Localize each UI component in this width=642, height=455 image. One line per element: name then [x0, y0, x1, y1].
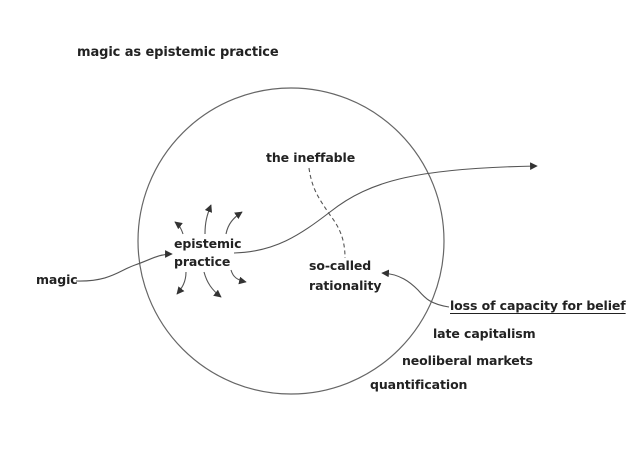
- ineffable-dashed-link: [308, 167, 346, 259]
- radiating-arrows: [174, 204, 247, 298]
- diagram-title: magic as epistemic practice: [77, 45, 279, 60]
- label-loss-of-capacity: loss of capacity for belief: [450, 298, 626, 313]
- radiating-arrow: [176, 271, 187, 295]
- label-so-called-2: rationality: [309, 278, 382, 293]
- label-epistemic-practice-2: practice: [174, 254, 231, 269]
- radiating-arrow: [230, 269, 247, 285]
- label-the-ineffable: the ineffable: [266, 150, 356, 165]
- label-late-capitalism: late capitalism: [433, 326, 536, 341]
- practice-outward-arrow: [233, 162, 538, 254]
- magic-arrow: [75, 250, 173, 282]
- radiating-arrow: [174, 221, 184, 235]
- label-neoliberal-markets: neoliberal markets: [402, 353, 533, 368]
- label-epistemic-practice-1: epistemic: [174, 236, 242, 251]
- label-quantification: quantification: [370, 377, 468, 392]
- loss-capacity-arrow: [381, 269, 450, 308]
- radiating-arrow: [203, 271, 222, 298]
- radiating-arrow: [225, 211, 243, 235]
- label-so-called-1: so-called: [309, 258, 372, 273]
- radiating-arrow: [204, 204, 213, 235]
- label-magic: magic: [36, 272, 78, 287]
- boundary-circle: [137, 87, 445, 395]
